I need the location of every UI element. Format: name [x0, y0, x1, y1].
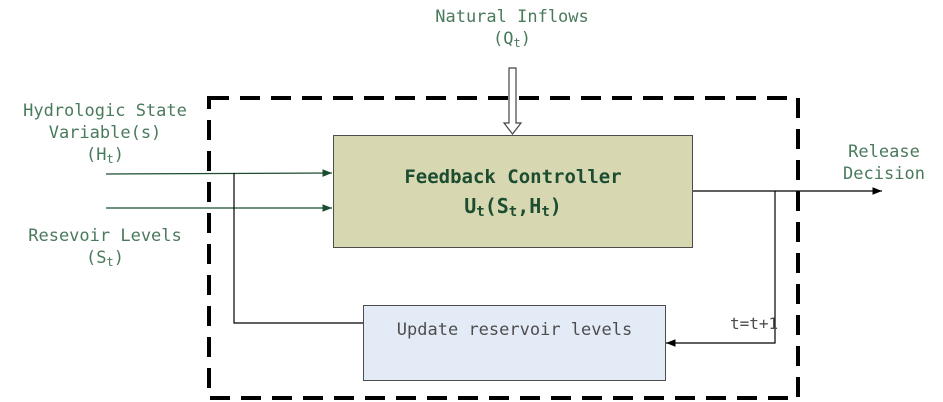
update-reservoir-levels-label: Update reservoir levels — [396, 320, 633, 340]
system-boundary — [207, 96, 800, 400]
feedback-controller-title: Feedback Controller — [404, 166, 622, 188]
hydrologic-state-label: Hydrologic State Variable(s) (Ht) — [0, 100, 210, 170]
feedback-controller-formula: Ut(St,Ht) — [464, 194, 562, 220]
feedback-to-update-wire — [666, 191, 776, 347]
release-decision-line1: Release — [848, 142, 920, 162]
iteration-label: t=t+1 — [730, 314, 779, 333]
reservoir-levels-label: Resevoir Levels (St) — [0, 225, 210, 273]
reservoir-levels-title: Resevoir Levels — [28, 226, 182, 246]
feedback-controller-box: Feedback Controller Ut(St,Ht) — [333, 135, 693, 248]
hydrologic-state-arrow — [105, 169, 333, 177]
update-reservoir-levels-box: Update reservoir levels — [363, 305, 666, 381]
hydrologic-state-line2: Variable(s) — [48, 123, 162, 143]
reservoir-levels-symbol: (St) — [86, 248, 124, 269]
hydrologic-state-line1: Hydrologic State — [23, 101, 187, 121]
natural-inflows-title: Natural Inflows — [435, 7, 589, 27]
natural-inflows-symbol: (Qt) — [493, 29, 531, 50]
update-to-controller-wire — [233, 173, 363, 324]
inflow-arrow — [502, 67, 523, 135]
natural-inflows-label: Natural Inflows (Qt) — [412, 6, 612, 54]
release-decision-line2: Decision — [843, 164, 925, 184]
release-decision-label: Release Decision — [825, 141, 943, 185]
hydrologic-state-symbol: (Ht) — [86, 145, 124, 166]
